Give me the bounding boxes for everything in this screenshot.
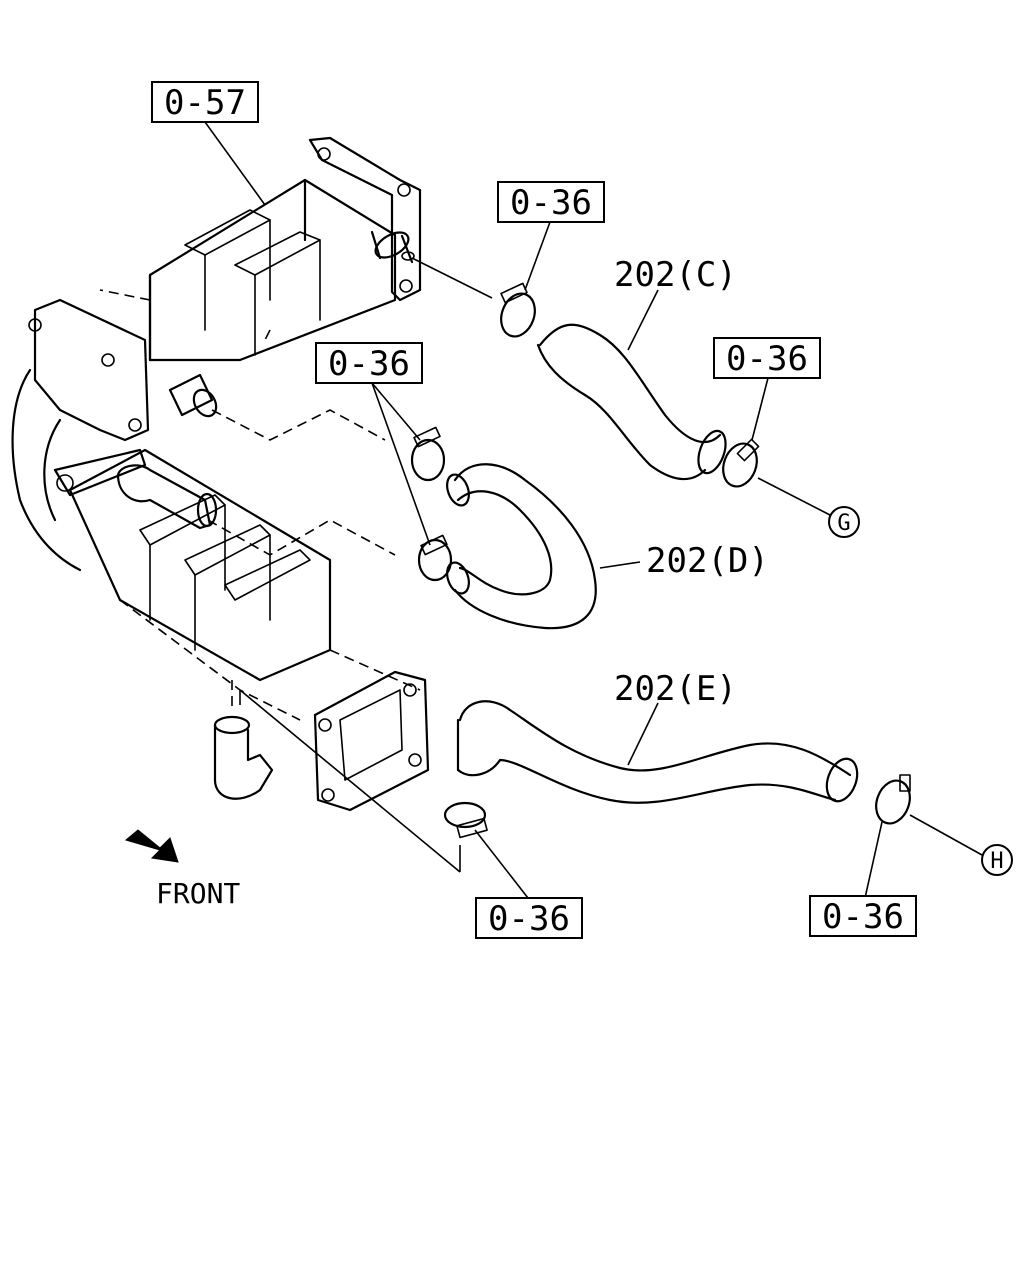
connector-label: H <box>990 849 1003 874</box>
clamp-d-upper-icon[interactable] <box>410 426 446 482</box>
hose-label-202e[interactable]: 202(E) <box>614 669 737 709</box>
callout-0-36-clamp-e-right[interactable]: 0-36 <box>809 895 917 937</box>
front-arrow-icon <box>124 829 179 863</box>
leader-lines <box>204 121 983 899</box>
connector-label: G <box>837 511 850 536</box>
clamp-d-lower-icon[interactable] <box>417 534 453 582</box>
callout-label: 0-36 <box>328 344 410 384</box>
hose-202e[interactable] <box>456 700 863 805</box>
hose-label-202c[interactable]: 202(C) <box>614 255 737 295</box>
callout-label: 0-57 <box>164 83 246 123</box>
hose-label-202d[interactable]: 202(D) <box>646 541 769 581</box>
hose-202d[interactable] <box>443 463 597 630</box>
connector-g-icon[interactable]: G <box>828 506 860 538</box>
connector-h-icon[interactable]: H <box>981 844 1013 876</box>
callout-0-36-clamp-c-right[interactable]: 0-36 <box>713 337 821 379</box>
front-label: FRONT <box>156 877 240 910</box>
callout-label: 0-36 <box>822 897 904 937</box>
callout-0-36-clamp-d[interactable]: 0-36 <box>315 342 423 384</box>
clamp-c-right-icon[interactable] <box>717 438 762 491</box>
callout-0-36-clamp-e-left[interactable]: 0-36 <box>475 897 583 939</box>
hose-202c[interactable] <box>536 323 731 481</box>
leader-line <box>411 257 493 299</box>
dashed-connection <box>207 519 396 556</box>
egr-cooler-assembly <box>11 136 430 812</box>
clamp-c-left-icon[interactable] <box>495 282 540 341</box>
clamp-e-right-icon[interactable] <box>870 774 915 828</box>
callout-0-36-clamp-c-left[interactable]: 0-36 <box>497 181 605 223</box>
callout-label: 0-36 <box>510 183 592 223</box>
callout-label: 0-36 <box>726 339 808 379</box>
clamp-e-left-icon[interactable] <box>443 801 488 839</box>
dashed-connection <box>211 409 386 441</box>
callout-label: 0-36 <box>488 899 570 939</box>
callout-0-57[interactable]: 0-57 <box>151 81 259 123</box>
